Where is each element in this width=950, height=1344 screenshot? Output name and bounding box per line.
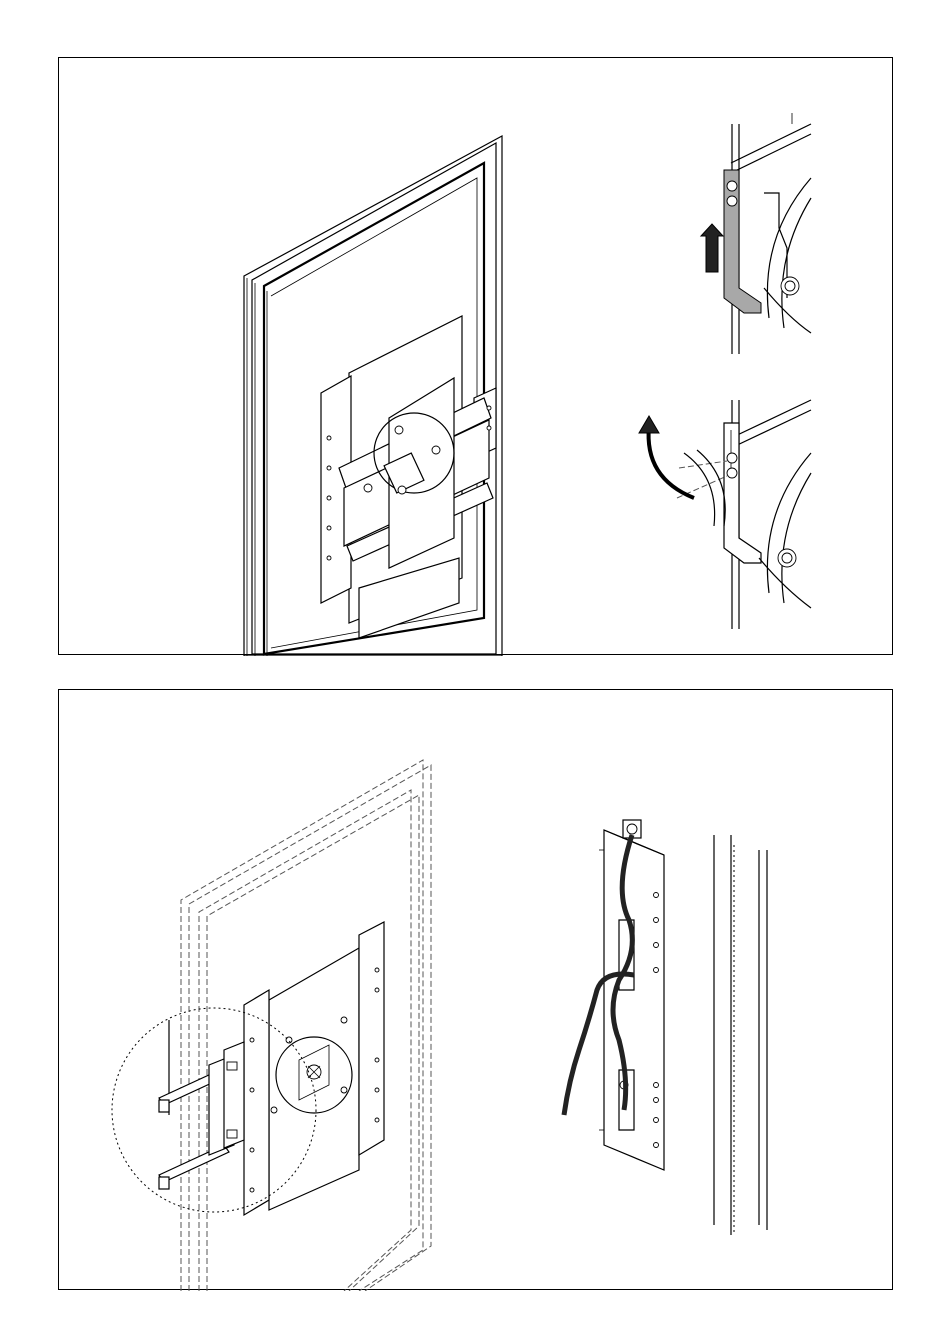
spacer-arms [159,1020,244,1189]
top-panel-illustration [59,58,894,656]
cable-routing-detail [564,820,767,1235]
hook-slide-up-detail [701,113,811,354]
slide-up-arrow-icon [701,224,723,272]
hook-rotate-detail [639,400,811,629]
mount-plate-assembly [244,922,384,1215]
rotate-arrow-icon [639,416,694,498]
panel-bottom [58,689,893,1290]
bottom-panel-illustration [59,690,894,1291]
panel-top [58,57,893,655]
